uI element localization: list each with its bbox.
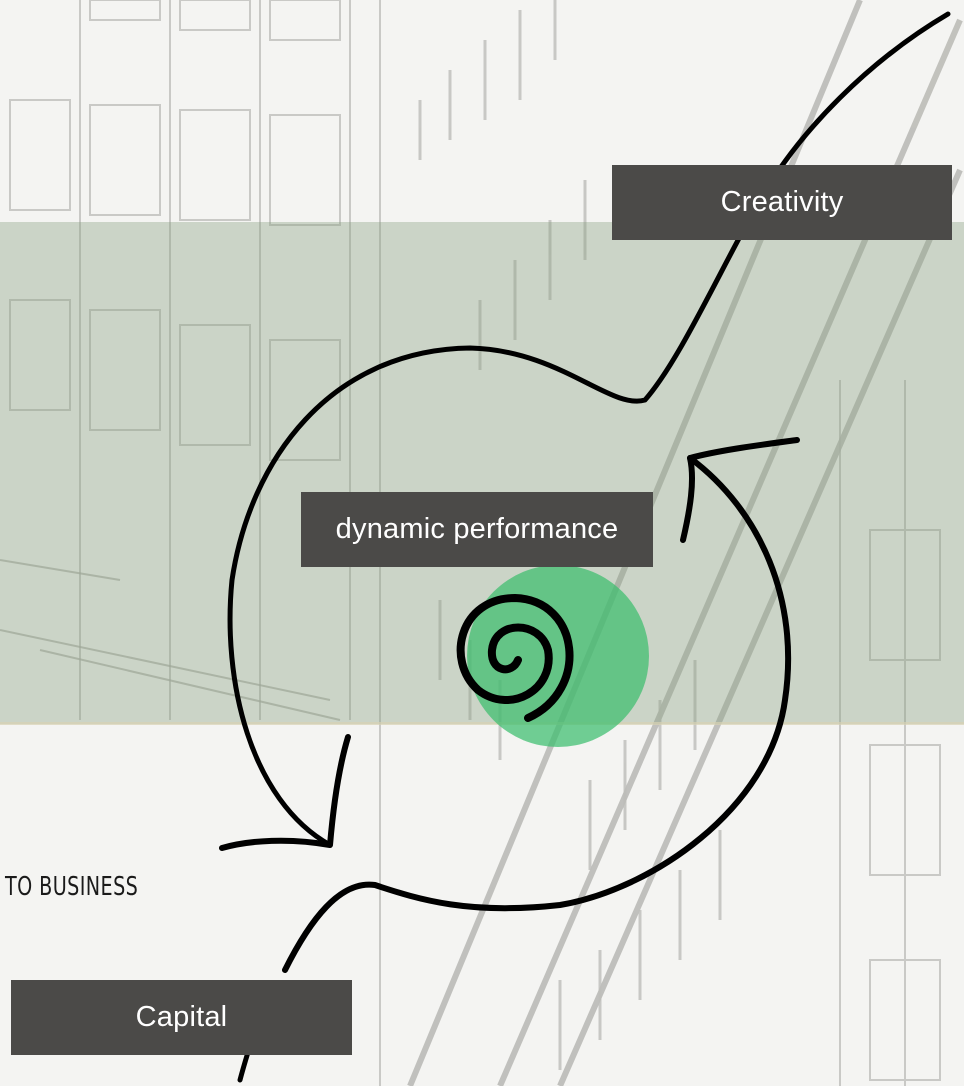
capital-text: Capital — [135, 1001, 228, 1033]
band-divider — [0, 722, 964, 725]
dynamic-performance-label: dynamic performance — [301, 492, 653, 567]
creativity-text: Creativity — [720, 186, 844, 218]
creativity-label: Creativity — [612, 165, 952, 240]
capital-label: Capital — [11, 980, 352, 1055]
dynamic-performance-text: dynamic performance — [335, 513, 619, 545]
to-business-text: TO BUSINESS — [5, 872, 139, 902]
core-circle — [467, 565, 649, 747]
